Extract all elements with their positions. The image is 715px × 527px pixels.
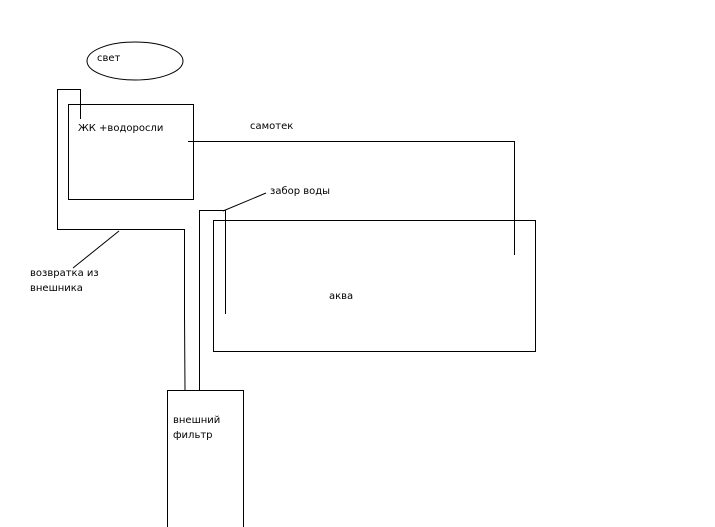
return-pipe <box>57 89 186 391</box>
light-ellipse <box>86 41 184 81</box>
filter-label-line2: фильтр <box>173 430 213 441</box>
overflow-pipe <box>188 141 515 255</box>
reactor-label: ЖК +водоросли <box>78 123 164 134</box>
aquarium-box <box>213 220 536 352</box>
overflow-label: самотек <box>250 121 294 132</box>
light-label: свет <box>97 53 121 64</box>
reactor-box <box>68 104 194 200</box>
intake-pipe <box>199 210 226 390</box>
aquarium-label: аква <box>329 291 354 302</box>
return-line-label: возвратка из внешника <box>30 266 99 296</box>
return-leader-line <box>72 230 120 269</box>
return-line-label-line1: возвратка из <box>30 268 99 279</box>
return-line-label-line2: внешника <box>30 283 83 294</box>
filter-label: внешний фильтр <box>173 413 220 443</box>
intake-leader-line <box>222 192 267 212</box>
filter-box <box>167 390 244 527</box>
water-intake-label: забор воды <box>270 186 331 197</box>
filter-label-line1: внешний <box>173 415 221 426</box>
